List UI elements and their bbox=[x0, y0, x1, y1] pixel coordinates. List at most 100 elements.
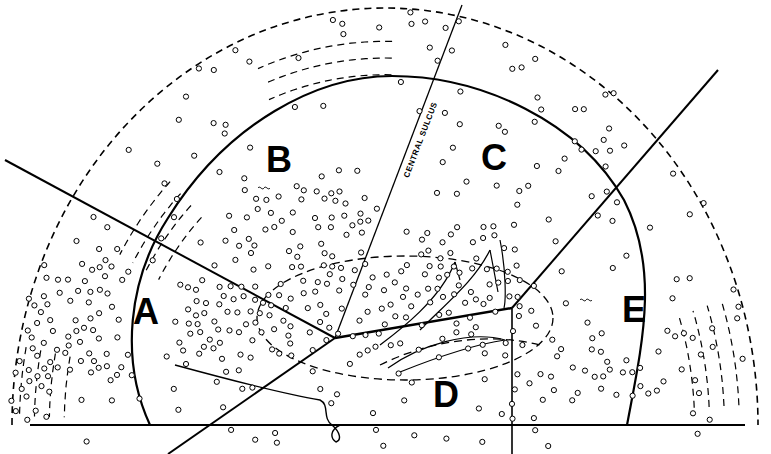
electrode-dot bbox=[301, 188, 306, 193]
electrode-dot bbox=[126, 269, 131, 274]
electrode-dot bbox=[290, 229, 295, 234]
electrode-dot bbox=[67, 367, 72, 372]
electrode-dot bbox=[103, 258, 108, 263]
dashed-contour bbox=[120, 182, 170, 255]
electrode-dot bbox=[515, 294, 520, 299]
electrode-dot bbox=[333, 198, 338, 203]
electrode-dot bbox=[87, 351, 92, 356]
electrode-dot bbox=[217, 340, 222, 345]
electrode-dot bbox=[39, 384, 44, 389]
electrode-dot bbox=[481, 224, 486, 229]
electrode-dot bbox=[358, 211, 363, 216]
electrode-dot bbox=[263, 227, 268, 232]
electrode-dot bbox=[444, 436, 449, 441]
electrode-dot bbox=[400, 294, 405, 299]
electrode-dot bbox=[517, 304, 522, 309]
electrode-dot bbox=[192, 153, 197, 158]
electrode-dot bbox=[330, 264, 335, 269]
electrode-dot bbox=[481, 235, 486, 240]
electrode-dot bbox=[268, 210, 273, 215]
electrode-dot bbox=[253, 297, 258, 302]
electrode-dot bbox=[120, 277, 125, 282]
electrode-dot bbox=[224, 369, 229, 374]
electrode-dot bbox=[38, 310, 43, 315]
electrode-dot bbox=[620, 370, 625, 375]
electrode-dot bbox=[614, 200, 619, 205]
electrode-dot bbox=[532, 119, 537, 124]
electrode-dot bbox=[233, 257, 238, 262]
electrode-dot bbox=[329, 401, 334, 406]
electrode-dot bbox=[533, 56, 538, 61]
electrode-dot bbox=[186, 307, 191, 312]
electrode-dot bbox=[384, 272, 389, 277]
electrode-dot bbox=[96, 336, 101, 341]
electrode-dot bbox=[327, 272, 332, 277]
electrode-dot bbox=[562, 156, 567, 161]
electrode-dot bbox=[376, 331, 381, 336]
electrode-dot bbox=[84, 439, 89, 444]
electrode-dot bbox=[533, 323, 538, 328]
electrode-dot bbox=[409, 380, 414, 385]
electrode-dot bbox=[555, 354, 560, 359]
electrode-dot bbox=[656, 349, 661, 354]
dashed-contour bbox=[258, 41, 392, 68]
electrode-dot bbox=[482, 377, 487, 382]
electrode-dot bbox=[336, 331, 341, 336]
electrode-dot bbox=[243, 322, 248, 327]
electrode-dot bbox=[428, 300, 433, 305]
electrode-dot bbox=[581, 107, 586, 112]
electrode-dot bbox=[357, 318, 362, 323]
electrode-dot bbox=[340, 276, 345, 281]
electrode-dot bbox=[246, 236, 251, 241]
electrode-dot bbox=[494, 183, 499, 188]
base-line bbox=[30, 424, 745, 426]
electrode-dot bbox=[194, 299, 199, 304]
electrode-dot bbox=[492, 233, 497, 238]
electrode-dot bbox=[19, 386, 24, 391]
temporal-sulcus bbox=[388, 337, 505, 372]
electrode-dot bbox=[277, 351, 282, 356]
electrode-dot bbox=[310, 369, 315, 374]
electrode-dot bbox=[219, 356, 224, 361]
electrode-dot bbox=[358, 219, 363, 224]
electrode-dot bbox=[159, 236, 164, 241]
electrode-dot bbox=[301, 278, 306, 283]
division-line bbox=[512, 70, 718, 308]
electrode-dot bbox=[292, 104, 297, 109]
electrode-dot bbox=[343, 201, 348, 206]
electrode-dot bbox=[451, 264, 456, 269]
electrode-dot bbox=[253, 437, 258, 442]
electrode-dot bbox=[350, 223, 355, 228]
electrode-dot bbox=[454, 321, 459, 326]
electrode-dot bbox=[445, 272, 450, 277]
electrode-dot bbox=[196, 66, 201, 71]
electrode-dot bbox=[171, 386, 176, 391]
electrode-dot bbox=[404, 229, 409, 234]
electrode-dot bbox=[200, 278, 205, 283]
electrode-dot bbox=[595, 213, 600, 218]
electrode-dot bbox=[610, 265, 615, 270]
electrode-dot bbox=[607, 367, 612, 372]
electrode-dot bbox=[605, 359, 610, 364]
electrode-dot bbox=[373, 344, 378, 349]
dashed-contour bbox=[133, 194, 181, 263]
electrode-dot bbox=[359, 230, 364, 235]
electrode-dot bbox=[470, 240, 475, 245]
electrode-dot bbox=[357, 352, 362, 357]
electrode-dot bbox=[251, 267, 256, 272]
electrode-dot bbox=[493, 309, 498, 314]
electrode-dot bbox=[225, 309, 230, 314]
electrode-dot bbox=[237, 243, 242, 248]
dashed-contour bbox=[721, 300, 739, 405]
electrode-dot bbox=[510, 416, 515, 421]
electrode-dot bbox=[42, 263, 47, 268]
electrode-dot bbox=[573, 107, 578, 112]
electrode-dot bbox=[539, 107, 544, 112]
electrode-dot bbox=[601, 374, 606, 379]
electrode-dot bbox=[248, 145, 253, 150]
squiggle-mark bbox=[258, 187, 270, 189]
electrode-dot bbox=[527, 381, 532, 386]
electrode-dot bbox=[491, 224, 496, 229]
electrode-dot bbox=[35, 320, 40, 325]
